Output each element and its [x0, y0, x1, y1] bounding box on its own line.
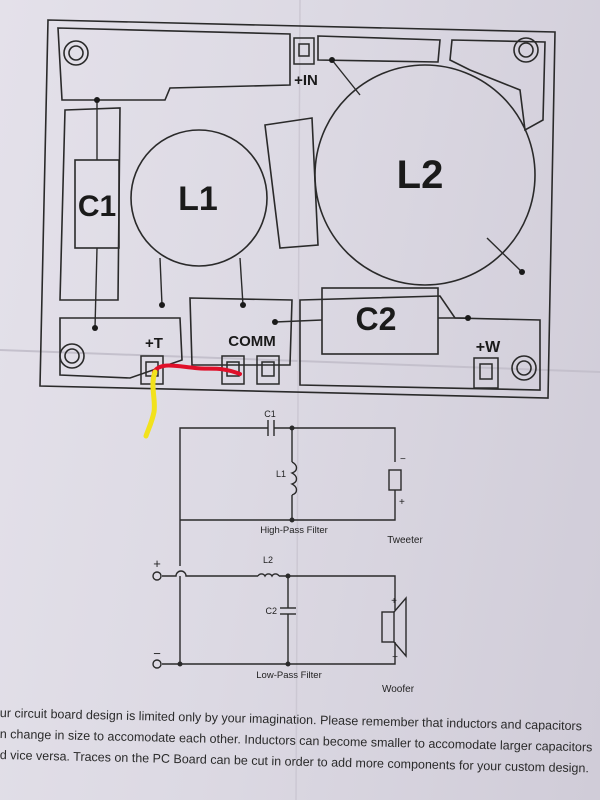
l1-lead — [159, 257, 163, 306]
solder-pad — [272, 319, 278, 325]
terminal-slot — [298, 43, 310, 57]
woofer-label: Woofer — [382, 684, 415, 695]
l2-label: L2 — [397, 153, 444, 197]
c2-label: C2 — [356, 301, 397, 337]
l1-lead — [239, 257, 244, 306]
tweeter-minus-label: − — [400, 454, 406, 465]
input-plus-label: + — [153, 556, 161, 571]
junction-dot — [289, 517, 295, 523]
mount-hole-inner — [64, 348, 80, 364]
lp-bottom-wire — [162, 642, 396, 665]
comm-label: COMM — [228, 333, 276, 350]
mounting-holes — [59, 37, 539, 381]
solder-pad — [159, 302, 165, 308]
schem-l1-label: L1 — [276, 469, 286, 479]
w-label: +W — [476, 339, 501, 356]
low-pass-filter-label: Low-Pass Filter — [256, 670, 321, 681]
solder-pad — [94, 97, 100, 103]
schem-l2-label: L2 — [263, 555, 273, 565]
high-pass-filter-label: High-Pass Filter — [260, 525, 328, 536]
c1-lead — [94, 247, 98, 329]
solder-pad — [92, 325, 98, 331]
crossover-schematic — [152, 420, 407, 669]
mount-hole-inner — [516, 360, 532, 376]
woofer-cone-symbol — [393, 596, 407, 658]
l1-inductor — [130, 129, 268, 267]
mount-hole-icon — [63, 40, 89, 66]
t-label: +T — [145, 335, 163, 352]
tweeter-symbol — [388, 469, 402, 491]
tweeter-plus-label: + — [399, 497, 405, 508]
trace-top-right — [449, 39, 546, 132]
red-wire — [152, 363, 242, 376]
woofer-magnet-symbol — [381, 611, 395, 643]
solder-pad — [465, 315, 471, 321]
negative-input-terminal — [152, 659, 162, 669]
terminal-slot — [261, 361, 275, 377]
in-terminal — [293, 37, 315, 65]
lp-input-wire — [162, 570, 258, 577]
trace-bottom-middle — [189, 297, 293, 366]
lp-top-wire — [279, 575, 396, 610]
comm-terminal-b — [256, 355, 280, 385]
woofer-plus-label: + — [391, 596, 397, 607]
mount-hole-icon — [513, 37, 539, 63]
l1-label: L1 — [178, 180, 218, 218]
c1-label: C1 — [78, 190, 116, 223]
woofer-minus-label: − — [392, 652, 398, 663]
trace-left — [59, 107, 121, 301]
junction-dot — [285, 573, 291, 579]
l2-lead — [486, 237, 523, 273]
hp-bottom-wire — [180, 490, 396, 521]
junction-dot — [289, 425, 295, 431]
pc-board — [39, 19, 556, 399]
terminal-slot — [479, 363, 493, 380]
hp-top-wire — [274, 427, 396, 462]
w-terminal — [473, 357, 499, 389]
solder-pad — [519, 269, 525, 275]
schem-c1-label: C1 — [264, 409, 276, 419]
schem-c2-label: C2 — [265, 606, 277, 616]
mount-hole-icon — [511, 355, 537, 381]
l2-lead — [331, 59, 361, 96]
junction-dot — [177, 661, 183, 667]
in-label: +IN — [294, 72, 318, 89]
trace-top-left — [57, 27, 291, 101]
l2-coil-symbol — [257, 573, 280, 578]
mount-hole-icon — [59, 343, 85, 369]
trace-crescent — [264, 117, 319, 249]
l2-inductor — [314, 64, 536, 286]
c2-lead — [274, 319, 323, 323]
mount-hole-inner — [518, 42, 534, 58]
trace-top-middle — [317, 35, 441, 63]
mount-hole-inner — [68, 45, 84, 61]
yellow-wire — [143, 369, 158, 439]
input-minus-label: − — [153, 646, 161, 661]
positive-input-terminal — [152, 571, 162, 581]
hp-input-wire — [179, 427, 268, 566]
board-outline — [39, 19, 556, 399]
solder-pad — [240, 302, 246, 308]
junction-dot — [285, 661, 291, 667]
trace-bottom-right — [299, 295, 541, 391]
c2-capacitor — [321, 287, 439, 355]
tweeter-label: Tweeter — [387, 535, 423, 546]
l1-coil-symbol — [290, 461, 298, 496]
solder-pad — [329, 57, 335, 63]
fold-crease — [295, 0, 301, 800]
